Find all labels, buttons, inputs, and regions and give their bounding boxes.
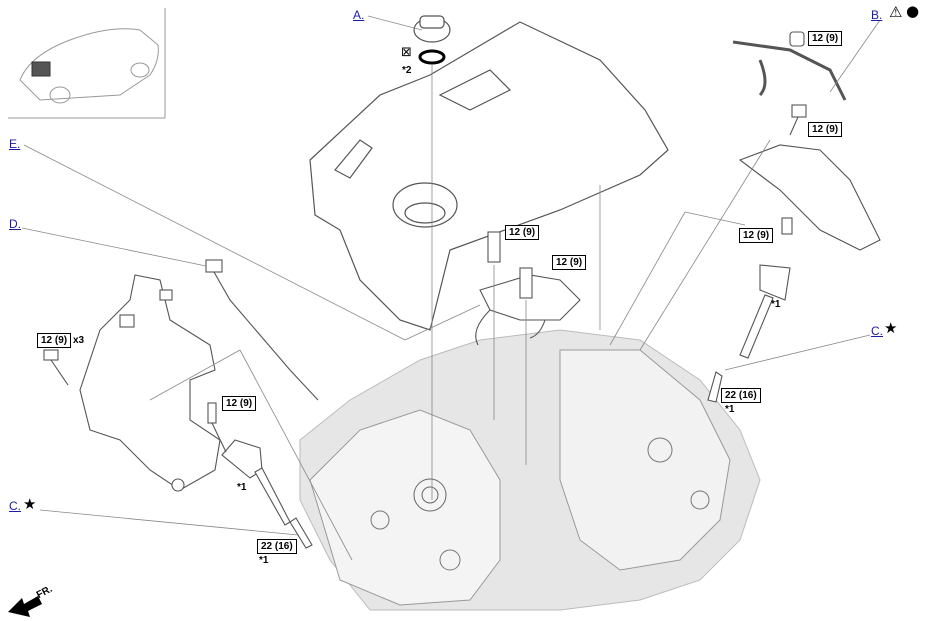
footnote-marker: *2 — [402, 65, 412, 76]
oil-filler-cap — [413, 15, 451, 65]
footnote-marker: *1 — [725, 404, 735, 415]
left-spark-plug — [289, 517, 313, 549]
wire-harness — [475, 231, 581, 346]
engine-cover — [309, 21, 669, 331]
torque-label: 12 (9) — [552, 255, 587, 270]
vehicle-locator-inset — [8, 8, 166, 119]
caution-icon: ⚠ — [889, 3, 903, 21]
filled-circle-icon: ● — [906, 2, 920, 20]
callout-c-right-link[interactable]: C. — [871, 324, 883, 338]
torque-label: 12 (9) — [808, 31, 843, 46]
torque-label: 12 (9) — [37, 333, 72, 348]
callout-c-left-link[interactable]: C. — [9, 499, 21, 513]
quantity-note: x3 — [73, 335, 85, 346]
torque-label: 12 (9) — [808, 122, 843, 137]
footnote-marker: *1 — [771, 299, 781, 310]
front-direction-arrow — [8, 596, 42, 617]
leader-lines — [21, 15, 881, 561]
torque-label: 22 (16) — [257, 539, 297, 554]
callout-d-link[interactable]: D. — [9, 217, 21, 231]
left-coil-bracket — [79, 274, 221, 492]
footnote-marker: *1 — [259, 555, 269, 566]
star-icon: ★ — [23, 495, 37, 513]
callout-b-link[interactable]: B. — [871, 8, 883, 22]
star-icon: ★ — [884, 319, 898, 337]
torque-label: 12 (9) — [739, 228, 774, 243]
left-ignition-coil — [207, 402, 291, 526]
bracket-bolt — [43, 349, 69, 386]
oil-dipstick — [205, 259, 319, 401]
do-not-reuse-icon: ⊠ — [401, 45, 412, 60]
engine-block-silhouette — [299, 329, 761, 611]
torque-label: 12 (9) — [222, 396, 257, 411]
torque-label: 22 (16) — [721, 388, 761, 403]
callout-a-link[interactable]: A. — [353, 8, 365, 22]
right-components — [707, 31, 881, 403]
footnote-marker: *1 — [237, 482, 247, 493]
torque-label: 12 (9) — [505, 225, 540, 240]
callout-e-link[interactable]: E. — [9, 137, 21, 151]
